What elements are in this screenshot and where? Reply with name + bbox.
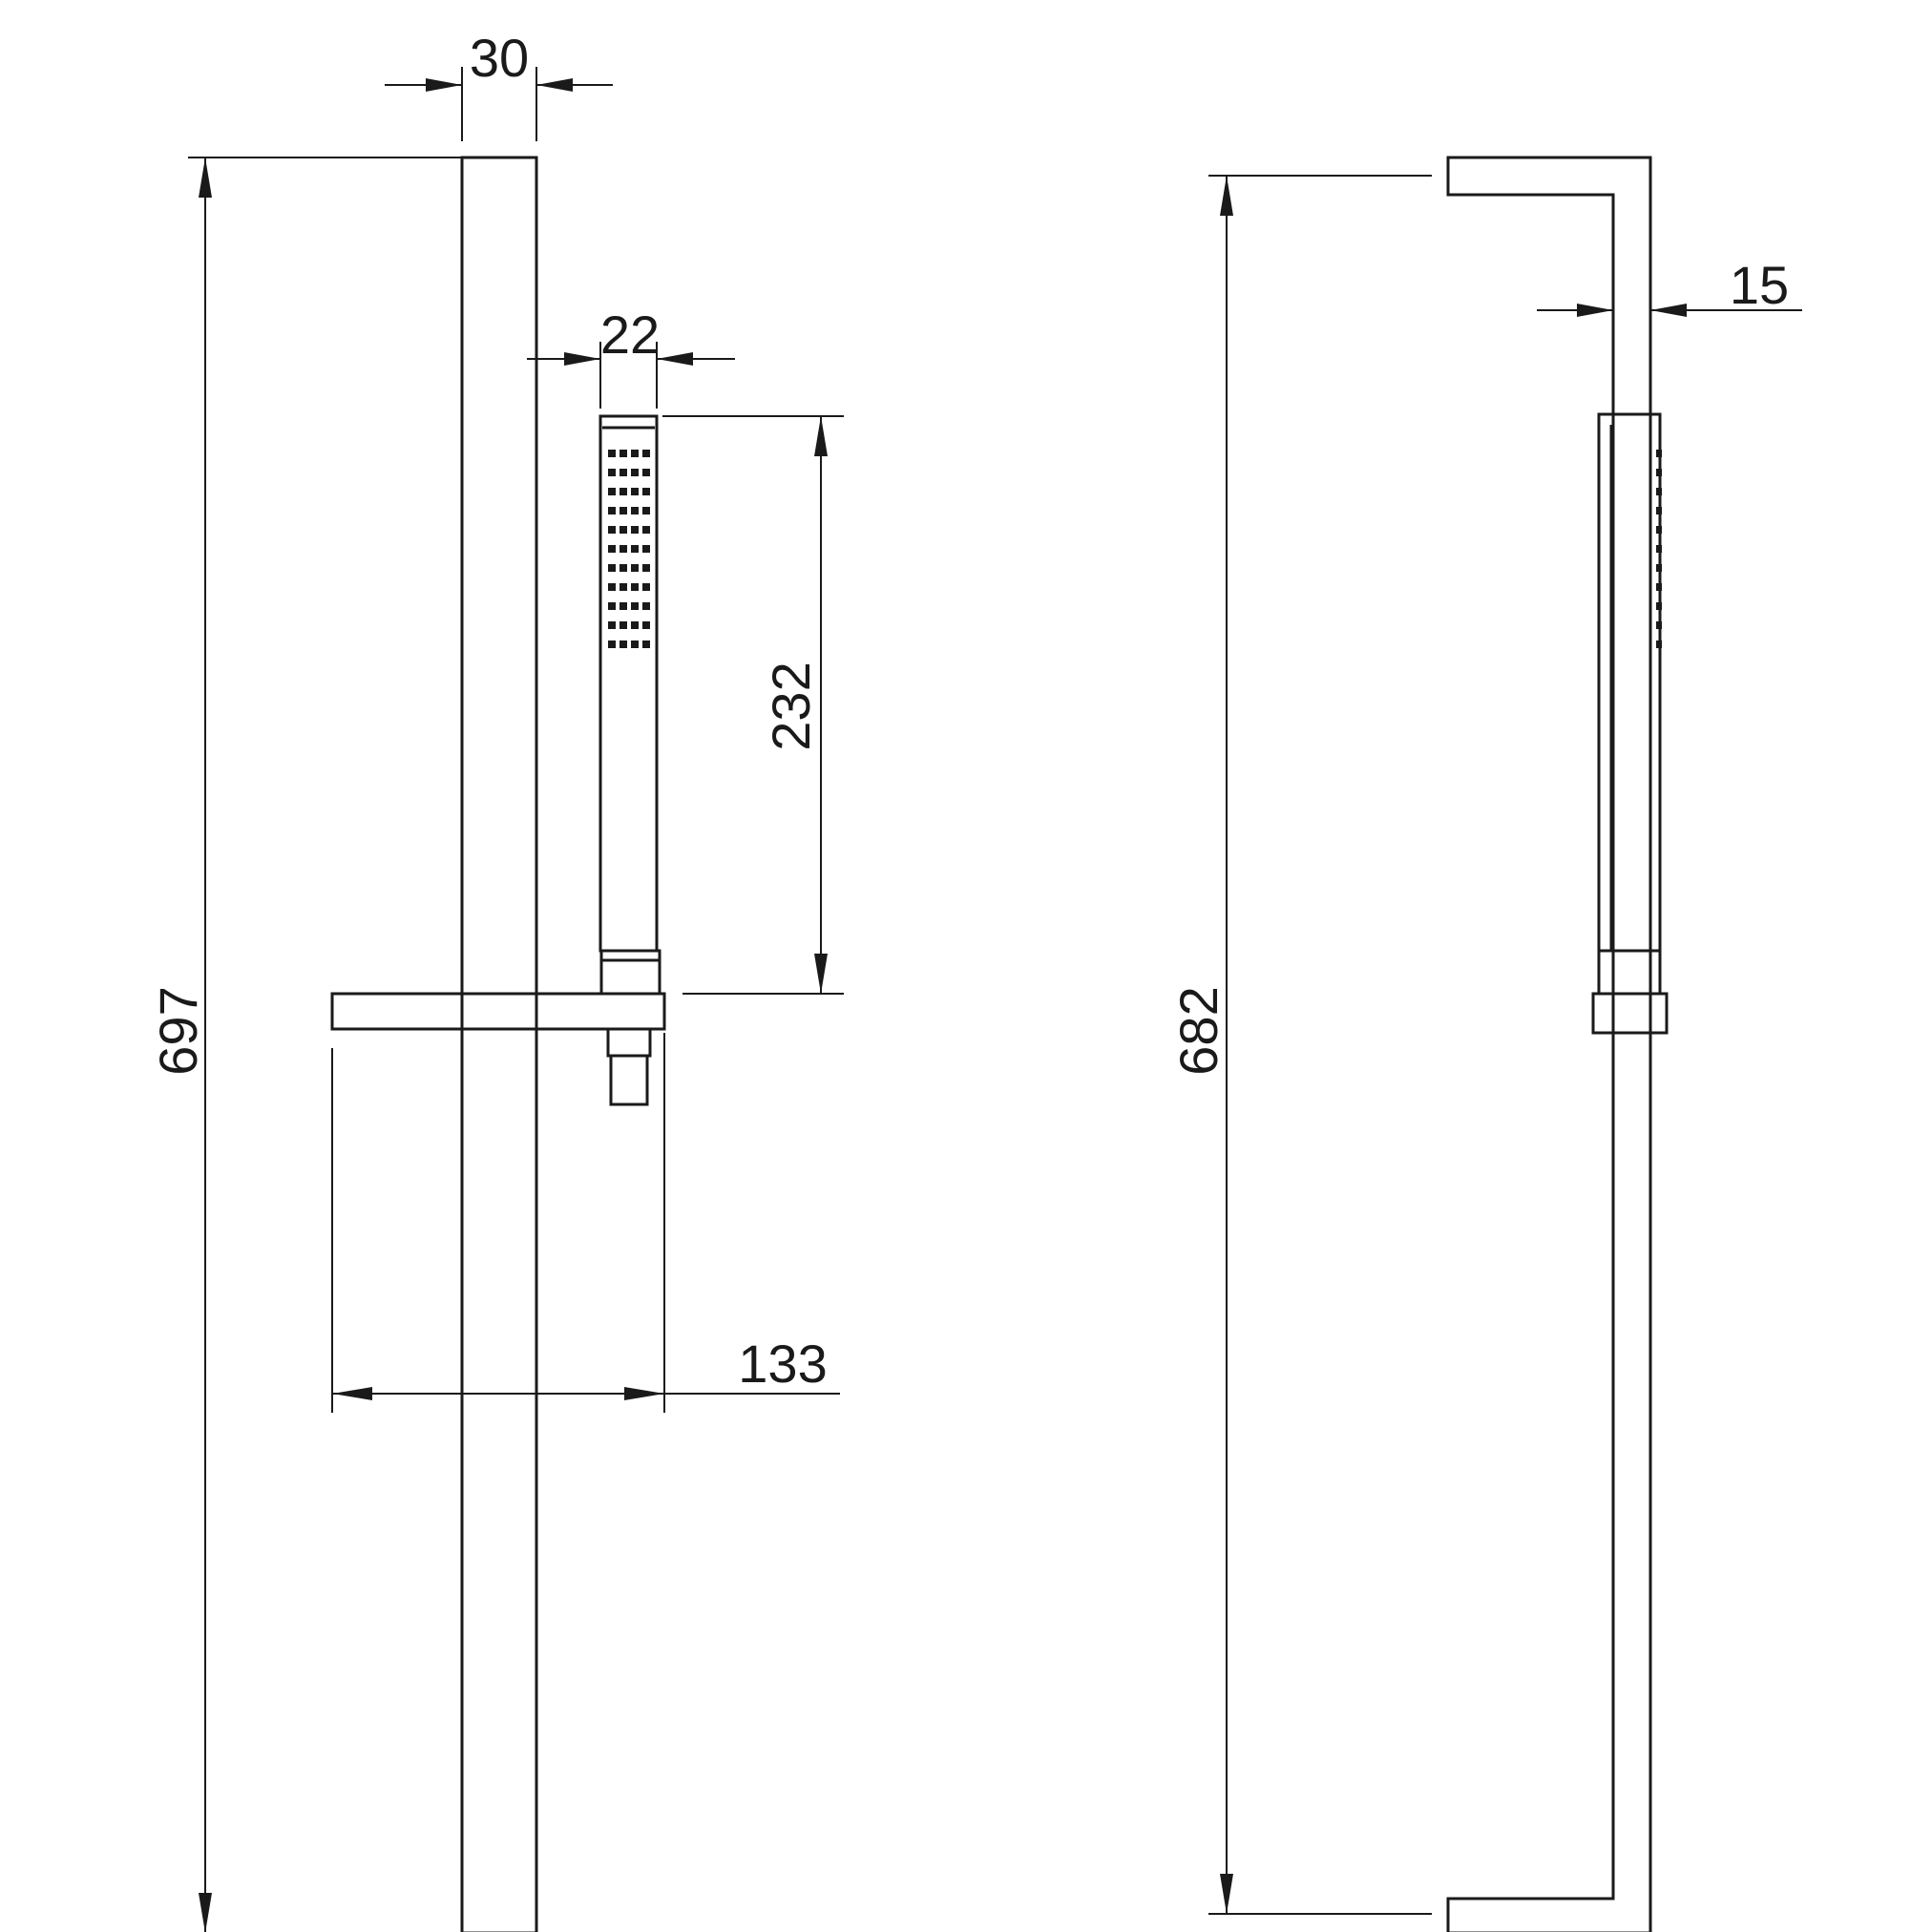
hose-nut <box>609 1054 649 1106</box>
spray-nozzle <box>608 450 616 457</box>
spray-nozzle <box>642 450 650 457</box>
spray-nozzle <box>608 545 616 553</box>
spray-nozzle <box>631 526 639 534</box>
spray-nozzle <box>631 621 639 629</box>
spray-nozzle <box>631 450 639 457</box>
handset-width-label: 22 <box>600 304 660 365</box>
spray-nozzle <box>608 469 616 476</box>
spray-nozzle <box>631 602 639 610</box>
dimension-overall-height: 697 <box>148 157 462 1932</box>
spray-nozzle <box>620 469 627 476</box>
spray-nozzle <box>631 564 639 572</box>
spray-nozzle <box>642 526 650 534</box>
hand-shower-collar <box>599 949 662 996</box>
spray-nozzle <box>642 621 650 629</box>
spray-nozzle <box>620 545 627 553</box>
dimension-handset-width: 22 <box>527 304 735 409</box>
overall-height-label: 697 <box>148 986 208 1075</box>
side-spray-nozzle <box>1656 526 1662 534</box>
spray-nozzle <box>620 602 627 610</box>
spray-nozzle <box>608 488 616 495</box>
side-spray-nozzle <box>1656 450 1662 457</box>
rail-width-label: 30 <box>470 28 529 88</box>
side-spray-nozzle <box>1656 621 1662 629</box>
dimension-holder-projection: 133 <box>331 1033 840 1413</box>
spray-nozzle <box>642 564 650 572</box>
hand-shower-body <box>598 414 659 953</box>
spray-nozzle <box>642 507 650 514</box>
side-spray-nozzles <box>1656 450 1662 648</box>
spray-nozzle <box>620 526 627 534</box>
side-rail-outer <box>1446 156 1652 1932</box>
dimension-rail-width: 30 <box>385 28 613 141</box>
spray-nozzle <box>608 526 616 534</box>
spray-nozzle <box>642 469 650 476</box>
spray-nozzle <box>631 488 639 495</box>
mounting-height-label: 682 <box>1168 986 1228 1075</box>
spray-nozzle <box>642 602 650 610</box>
dimension-side-projection: 15 <box>1537 255 1802 317</box>
holder-projection-label: 133 <box>738 1334 827 1394</box>
spray-nozzle <box>620 583 627 591</box>
side-spray-nozzle <box>1656 488 1662 495</box>
handset-length-label: 232 <box>761 662 821 750</box>
spray-nozzle <box>620 488 627 495</box>
side-spray-nozzle <box>1656 602 1662 610</box>
side-spray-nozzle <box>1656 564 1662 572</box>
spray-nozzle <box>608 621 616 629</box>
spray-nozzle <box>642 488 650 495</box>
spray-nozzle <box>642 545 650 553</box>
spray-nozzle <box>631 507 639 514</box>
spray-nozzle <box>608 602 616 610</box>
hose-connector <box>606 1027 652 1058</box>
spray-nozzle <box>631 583 639 591</box>
spray-nozzle <box>642 583 650 591</box>
side-spray-nozzle <box>1656 640 1662 648</box>
side-spray-nozzle <box>1656 583 1662 591</box>
spray-nozzle <box>608 564 616 572</box>
dimension-mounting-height: 682 <box>1168 175 1432 1915</box>
spray-nozzle <box>608 640 616 648</box>
side-view <box>1446 156 1669 1932</box>
spray-nozzle <box>620 564 627 572</box>
spray-nozzle <box>608 507 616 514</box>
spray-nozzle <box>631 469 639 476</box>
front-view <box>330 156 666 1932</box>
spray-nozzle <box>620 507 627 514</box>
spray-nozzle <box>620 450 627 457</box>
spray-nozzle <box>620 621 627 629</box>
spray-nozzle <box>608 583 616 591</box>
dimension-handset-length: 232 <box>662 415 844 995</box>
side-projection-label: 15 <box>1730 255 1789 315</box>
spray-nozzle <box>631 545 639 553</box>
spray-nozzle-grid <box>608 450 650 648</box>
spray-nozzle <box>620 640 627 648</box>
side-spray-nozzle <box>1656 507 1662 514</box>
handset-holder-bracket <box>330 992 666 1031</box>
side-spray-nozzle <box>1656 469 1662 476</box>
slide-rail <box>460 156 538 1932</box>
side-holder-bracket <box>1591 992 1669 1035</box>
side-spray-nozzle <box>1656 545 1662 553</box>
spray-nozzle <box>631 640 639 648</box>
spray-nozzle <box>642 640 650 648</box>
